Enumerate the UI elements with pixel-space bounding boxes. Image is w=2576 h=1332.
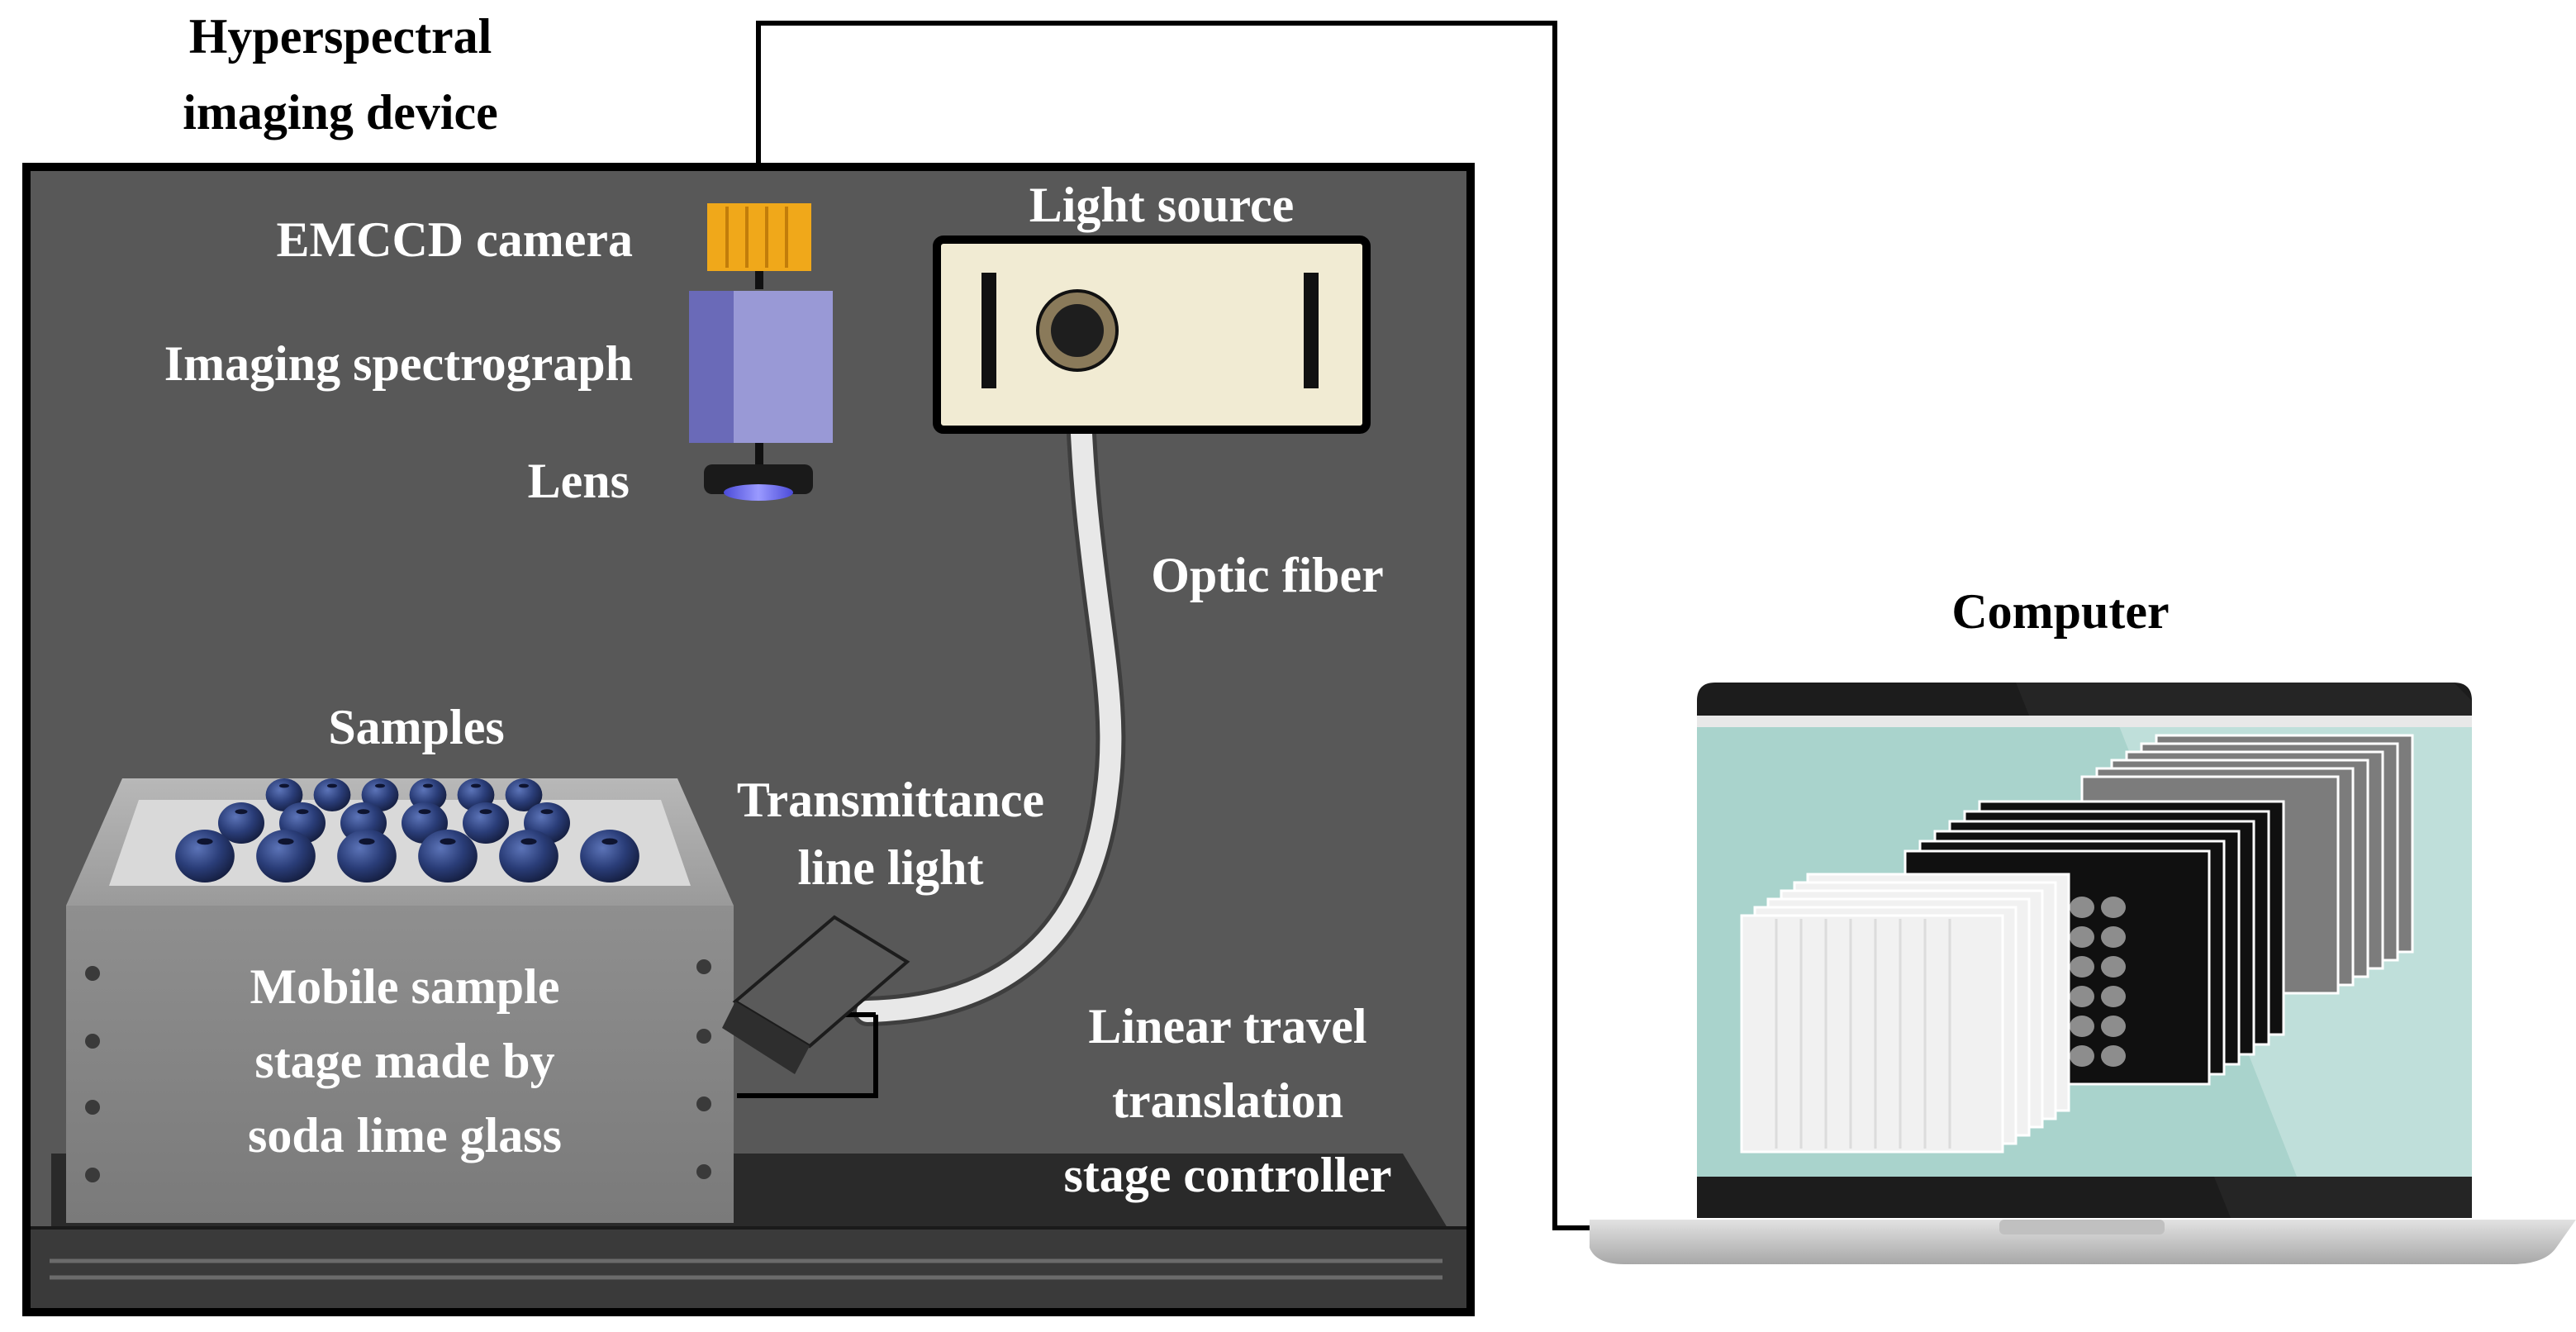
linear-travel-label-line2: translation [1112, 1073, 1343, 1128]
blueberry [418, 830, 478, 882]
image-sample-spot [2101, 926, 2126, 948]
blueberry-crown [520, 838, 537, 845]
blueberry [580, 830, 639, 882]
blueberry-crown [423, 783, 433, 788]
image-sample-spot [2070, 1016, 2094, 1037]
linear-travel-label-line3: stage controller [1063, 1148, 1391, 1202]
blueberry [505, 778, 543, 811]
image-sample-spot [2070, 986, 2094, 1007]
blueberry [218, 802, 264, 844]
emccd-camera-label: EMCCD camera [276, 212, 633, 267]
blueberry-crown [197, 838, 213, 845]
blueberry [265, 778, 303, 811]
blueberry [499, 830, 558, 882]
image-sample-spot [2070, 926, 2094, 948]
image-sample-spot [2101, 897, 2126, 918]
transmittance-label-line1: Transmittance [737, 773, 1044, 827]
blueberry-crown [279, 783, 289, 788]
image-sample-spot [2101, 956, 2126, 978]
light-source-unit [933, 235, 1371, 434]
spectrograph-side [689, 291, 734, 443]
blueberry-crown [278, 838, 294, 845]
blueberry-crown [440, 838, 456, 845]
blueberry-crown [359, 838, 375, 845]
device-title-line1: Hyperspectral [189, 9, 492, 64]
blueberry [463, 802, 509, 844]
lens-body [704, 464, 813, 494]
emccd-camera-body [707, 203, 811, 271]
blueberry-crown [471, 783, 481, 788]
image-sample-spot [2101, 1045, 2126, 1067]
mobile-stage-label-line3: soda lime glass [248, 1108, 562, 1163]
transmittance-label-line2: line light [797, 840, 983, 895]
blueberry [337, 830, 397, 882]
translation-stage-base [31, 1228, 1466, 1308]
optic-fiber-label: Optic fiber [1151, 548, 1384, 602]
blueberry [256, 830, 316, 882]
device-title-line2: imaging device [183, 85, 498, 140]
data-cable [756, 21, 1623, 1230]
linear-travel-label-line1: Linear travel [1088, 999, 1366, 1054]
white-image-frame [1740, 914, 2004, 1154]
imaging-spectrograph-label: Imaging spectrograph [164, 336, 633, 391]
mobile-stage-label-line2: stage made by [254, 1034, 554, 1088]
lens-label: Lens [528, 454, 630, 508]
computer-label: Computer [1951, 584, 2169, 639]
blueberry [361, 778, 399, 811]
blueberry [313, 778, 351, 811]
lens-glass [724, 484, 793, 501]
stage-screws [85, 959, 711, 1182]
camera-assembly [689, 203, 833, 501]
blueberry-crown [479, 809, 492, 815]
image-sample-spot [2070, 1045, 2094, 1067]
blueberry-crown [327, 783, 337, 788]
transmittance-line-light [722, 915, 910, 1098]
blueberry-crown [296, 809, 309, 815]
spectrograph-front [734, 291, 833, 443]
image-sample-spot [2070, 956, 2094, 978]
mobile-stage-label-line1: Mobile sample [250, 959, 560, 1014]
blueberry-crown [235, 809, 248, 815]
blueberry [175, 830, 235, 882]
image-sample-spot [2070, 897, 2094, 918]
samples-label: Samples [328, 700, 504, 754]
light-source-label: Light source [1029, 178, 1295, 232]
image-sample-spot [2101, 1016, 2126, 1037]
hyperspectral-image-stacks [1740, 734, 2414, 1154]
blueberry-samples [175, 778, 639, 882]
image-sample-spot [2101, 986, 2126, 1007]
blueberry-crown [519, 783, 529, 788]
sample-stage-front [66, 906, 734, 1223]
blueberry-crown [540, 809, 554, 815]
blueberry-crown [601, 838, 618, 845]
blueberry-crown [357, 809, 370, 815]
blueberry-crown [375, 783, 385, 788]
blueberry-crown [418, 809, 431, 815]
